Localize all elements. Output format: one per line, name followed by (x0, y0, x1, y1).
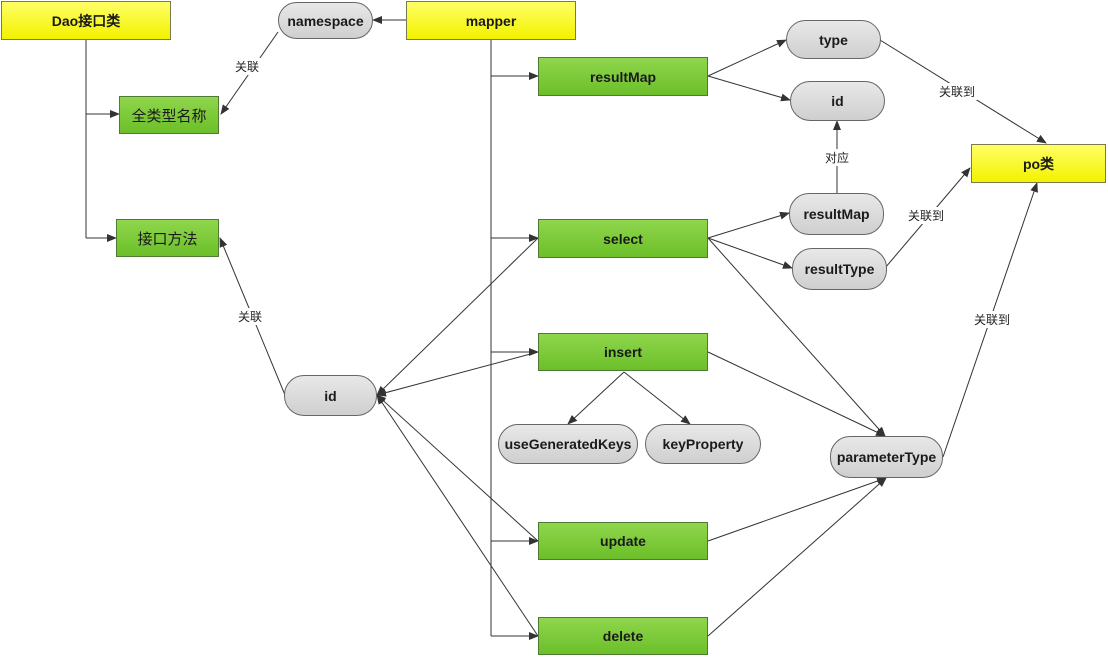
mapper-node: mapper (406, 1, 576, 40)
edge-insert-to-usegeneratedkeys (567, 371, 625, 425)
edge-delete-to-id (376, 394, 539, 637)
interface-method-node: 接口方法 (116, 219, 219, 257)
dao-interface-node: Dao接口类 (1, 1, 171, 40)
edge-insert-to-keyproperty (623, 371, 691, 425)
edge-insert-to-id (376, 351, 539, 397)
delete-node: delete (538, 617, 708, 655)
resultmap-node: resultMap (538, 57, 708, 96)
edge-label-resulttype-to-po: 关联到 (906, 207, 947, 224)
edge-select-to-resultmap (707, 211, 790, 239)
edge-label-namespace-link: 关联 (233, 58, 262, 75)
parameter-type-node: parameterType (830, 436, 943, 478)
edge-select-to-id (376, 237, 539, 396)
full-type-name-node: 全类型名称 (119, 96, 219, 134)
edge-resultmap-to-type (707, 39, 787, 77)
id-left-node: id (284, 375, 377, 416)
po-class-node: po类 (971, 144, 1106, 183)
id-top-node: id (790, 81, 885, 121)
insert-node: insert (538, 333, 708, 371)
edge-label-type-to-po: 关联到 (937, 83, 978, 100)
select-resulttype-node: resultType (792, 248, 887, 290)
edge-insert-to-parametertype (707, 351, 886, 437)
update-node: update (538, 522, 708, 560)
namespace-node: namespace (278, 2, 373, 39)
select-node: select (538, 219, 708, 258)
type-node: type (786, 20, 881, 59)
edge-select-to-parametertype (707, 237, 886, 437)
edge-label-method-link: 关联 (236, 308, 265, 325)
edge-resultmap-to-id (707, 75, 791, 102)
edge-label-paramtype-to-po: 关联到 (972, 311, 1013, 328)
edge-select-to-resulttype (707, 237, 793, 269)
edge-delete-to-parametertype (707, 477, 887, 637)
use-generated-keys-node: useGeneratedKeys (498, 424, 638, 464)
edge-update-to-parametertype (707, 477, 887, 542)
key-property-node: keyProperty (645, 424, 761, 464)
edge-update-to-id (376, 394, 539, 542)
select-resultmap-node: resultMap (789, 193, 884, 235)
edge-label-correspond: 对应 (823, 149, 852, 166)
